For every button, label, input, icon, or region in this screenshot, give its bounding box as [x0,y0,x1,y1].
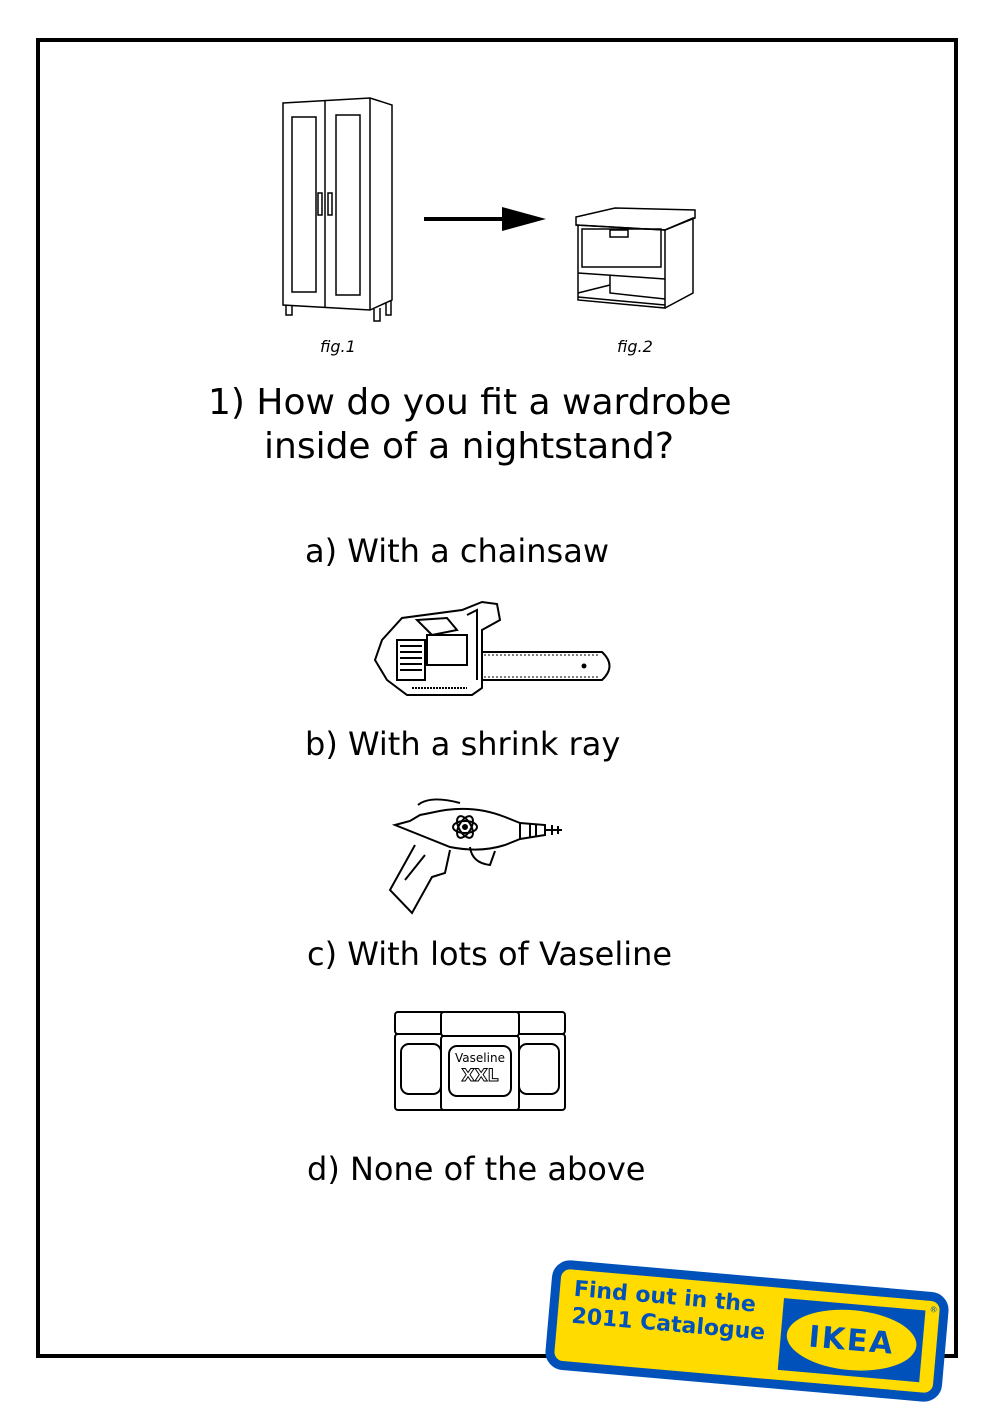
nightstand-illustration [575,207,696,309]
ray-gun-illustration [388,798,562,915]
badge-text: Find out in the 2011 Catalogue [570,1276,768,1347]
chainsaw-illustration [373,600,611,696]
question-line-2: inside of a nightstand? [264,426,674,467]
registered-mark: ® [929,1304,938,1315]
question-line-1: 1) How do you fit a wardrobe [208,382,732,423]
wardrobe-illustration [282,97,393,322]
fig1-caption: fig.1 [320,337,356,356]
vaseline-brand-label: Vaseline [455,1051,505,1065]
ikea-logo: IKEA [777,1298,926,1383]
vaseline-size-label: XXL [461,1066,499,1087]
page-frame [36,38,958,1358]
arrow-right-icon [424,207,546,231]
answer-d[interactable]: d) None of the above [307,1150,646,1188]
fig2-caption: fig.2 [617,337,653,356]
ikea-logo-word: IKEA [807,1318,897,1362]
answer-c[interactable]: c) With lots of Vaseline [307,935,673,973]
vaseline-jars-illustration: Vaseline XXL [393,1010,568,1112]
answer-b[interactable]: b) With a shrink ray [305,725,621,763]
answer-a[interactable]: a) With a chainsaw [305,532,609,570]
